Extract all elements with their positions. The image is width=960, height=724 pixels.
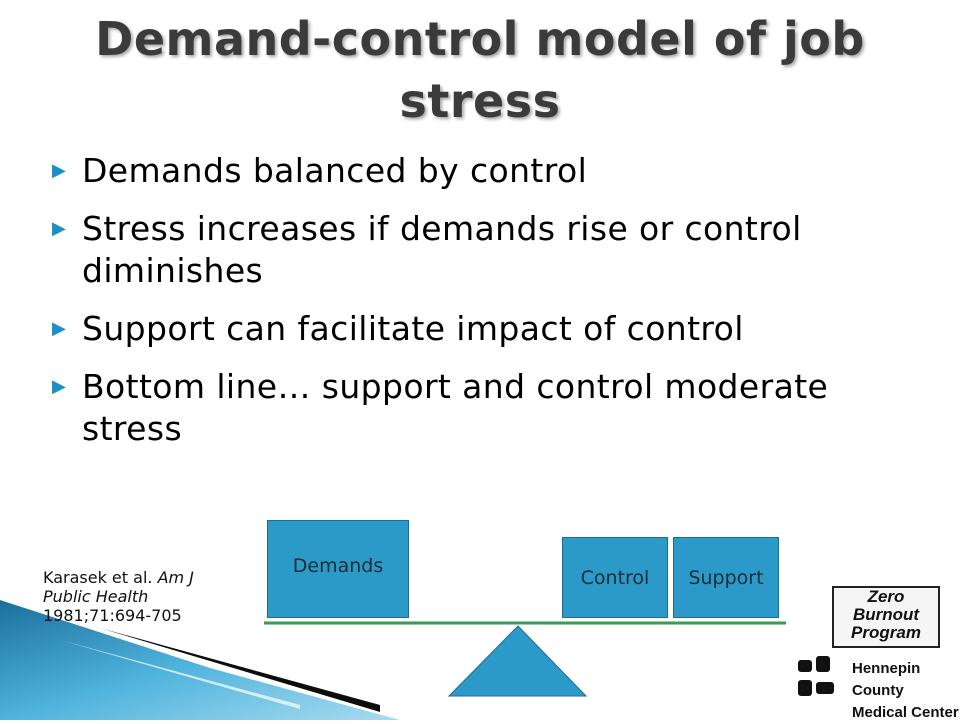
zero-burnout-logo: Zero Burnout Program [832, 586, 940, 648]
hospital-name-line-1: Hennepin County [852, 660, 921, 699]
demands-label: Demands [292, 555, 384, 577]
bullet-text: Bottom line… support and control moderat… [82, 367, 829, 448]
bullet-text: Support can facilitate impact of control [82, 309, 744, 348]
triangle-right-icon: ▶ [52, 160, 67, 181]
support-box: Support [673, 537, 779, 618]
bullet-item: ▶ Demands balanced by control [52, 150, 932, 192]
logo-line: Program [851, 623, 921, 642]
logo-line: Zero [867, 587, 905, 606]
support-label: Support [688, 566, 764, 589]
citation: Karasek et al. Am J Public Health 1981;7… [43, 568, 194, 625]
title-line-1: Demand-control model of job [95, 12, 865, 66]
citation-line-1: Karasek et al. Am J [43, 568, 194, 587]
fulcrum-triangle [447, 625, 588, 697]
bullet-item: ▶ Bottom line… support and control moder… [52, 366, 932, 450]
title-line-2: stress [399, 74, 561, 128]
control-box: Control [562, 537, 668, 618]
hospital-hands-logo-icon [798, 656, 834, 696]
triangle-right-icon: ▶ [52, 318, 67, 339]
citation-journal: Am J [157, 568, 194, 587]
bullet-text: Demands balanced by control [82, 151, 588, 190]
bullet-item: ▶ Stress increases if demands rise or co… [52, 208, 932, 292]
citation-line-2: Public Health [43, 587, 194, 606]
hospital-name-line-2: Medical Center [852, 704, 959, 721]
hospital-name: Hennepin County Medical Center [852, 658, 960, 724]
slide-title: Demand-control model of job stress [0, 8, 960, 132]
bullet-text: Stress increases if demands rise or cont… [82, 209, 802, 290]
bullet-list: ▶ Demands balanced by control ▶ Stress i… [52, 150, 932, 466]
citation-journal-cont: Public Health [43, 587, 149, 606]
citation-line-3: 1981;71:694-705 [43, 606, 182, 625]
triangle-right-icon: ▶ [52, 218, 67, 239]
demands-box: Demands [267, 520, 409, 618]
triangle-right-icon: ▶ [52, 376, 67, 397]
bullet-item: ▶ Support can facilitate impact of contr… [52, 308, 932, 350]
logo-line: Burnout [852, 605, 920, 624]
control-label: Control [580, 566, 650, 589]
citation-authors: Karasek et al. [43, 568, 153, 587]
